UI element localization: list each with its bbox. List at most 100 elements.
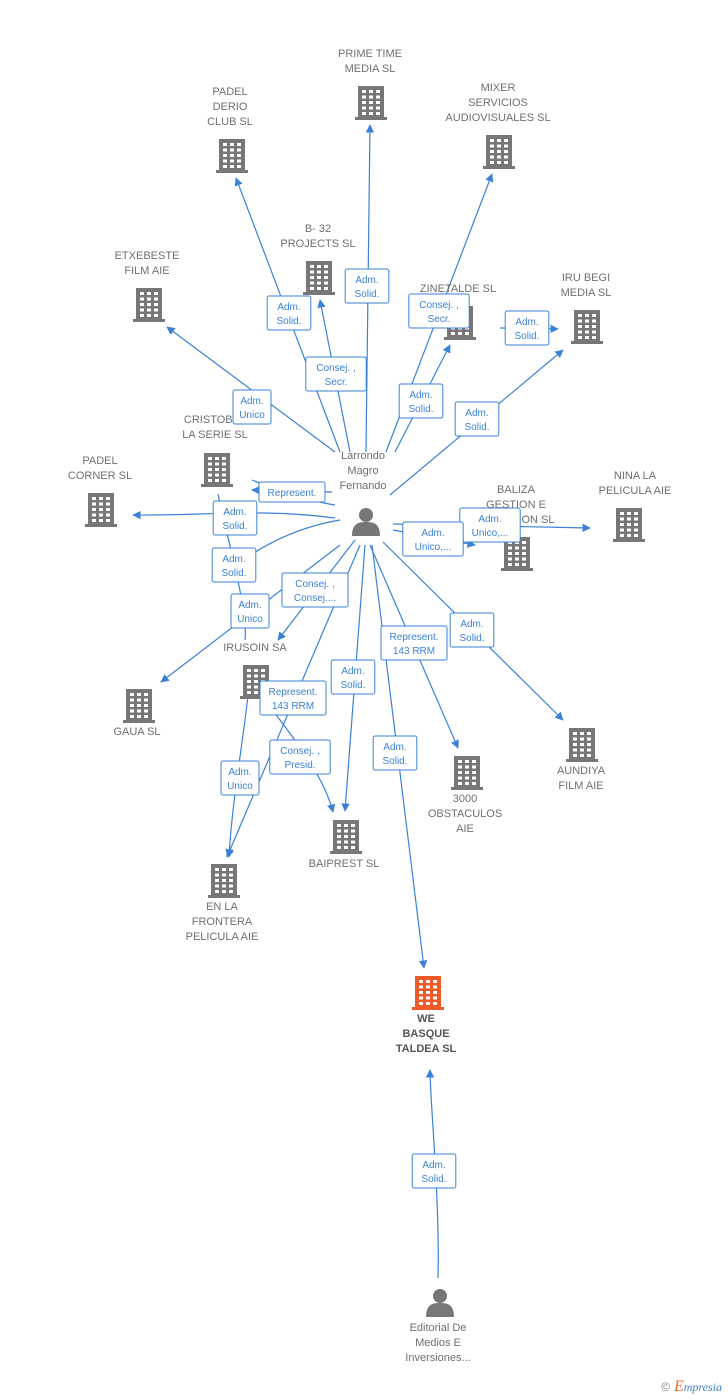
node-gaua[interactable]: GAUA SL (113, 689, 161, 738)
node-label: FILM AIE (558, 780, 603, 792)
edge-label-text: Unico,... (472, 528, 509, 539)
edge-label[interactable]: Adm.Solid. (454, 401, 500, 437)
node-label: PADEL (82, 455, 117, 467)
edge-label-box[interactable] (408, 293, 470, 329)
edge-label[interactable]: Adm.Solid. (211, 547, 257, 583)
edge-label[interactable]: Adm.Solid. (372, 735, 418, 771)
edge-label-box[interactable] (504, 310, 550, 346)
edge-label[interactable]: Adm.Solid. (411, 1153, 457, 1189)
edge-label-box[interactable] (330, 659, 376, 695)
edge-label-box[interactable] (398, 383, 444, 419)
copyright-symbol: © (661, 1380, 670, 1394)
edge-label-box[interactable] (212, 500, 258, 536)
edge-label-box[interactable] (305, 356, 367, 392)
edge-label-box[interactable] (266, 295, 312, 331)
node-label: BASQUE (402, 1028, 449, 1040)
edge-label-box[interactable] (230, 593, 270, 629)
edge-label-text: 143 RRM (393, 646, 435, 657)
edge-label[interactable]: Consej. ,Secr. (305, 356, 367, 392)
edge-label-box[interactable] (449, 612, 495, 648)
edge-label-box[interactable] (211, 547, 257, 583)
edge-label-text: Adm. (228, 767, 251, 778)
edge-label-box[interactable] (258, 481, 326, 503)
edge-label-box[interactable] (380, 625, 448, 661)
node-label: NINA LA (614, 470, 657, 482)
edge-label[interactable]: Adm. Solid. (212, 500, 258, 536)
edge-label-text: Solid. (276, 316, 301, 327)
edge-label-text: Adm. (240, 396, 263, 407)
edge-label-text: Adm. (238, 600, 261, 611)
edge-label[interactable]: Adm.Solid. (504, 310, 550, 346)
edge-label[interactable]: Consej. ,Consej.... (281, 572, 349, 608)
edge-label-box[interactable] (232, 389, 272, 425)
node-label: Medios E (415, 1337, 461, 1349)
edge-label-box[interactable] (454, 401, 500, 437)
edge-label-text: Adm. (222, 554, 245, 565)
edge-label-box[interactable] (344, 268, 390, 304)
edge-label-box[interactable] (269, 739, 331, 775)
edge-label[interactable]: Represent. (258, 481, 326, 503)
edge-label-box[interactable] (220, 760, 260, 796)
node-aundiya[interactable]: AUNDIYA FILM AIE (557, 728, 606, 792)
building-icon (566, 728, 598, 762)
edge-label-text: 143 RRM (272, 701, 314, 712)
edge-label[interactable]: Consej. ,Secr. (408, 293, 470, 329)
edge-label[interactable]: Adm.Solid. (398, 383, 444, 419)
edge-label[interactable]: Adm.Unico (220, 760, 260, 796)
edge-label[interactable]: Adm.Unico (232, 389, 272, 425)
node-label: CLUB SL (207, 116, 253, 128)
edge-label[interactable]: Represent.143 RRM (380, 625, 448, 661)
node-label: OBSTACULOS (428, 808, 502, 820)
node-label: IRU BEGI (562, 272, 610, 284)
edge-label-text: Solid. (464, 422, 489, 433)
node-label: 3000 (453, 793, 477, 805)
edge-label[interactable]: Adm.Solid. (266, 295, 312, 331)
person-icon (426, 1289, 454, 1317)
edge-label-text: Unico (237, 614, 263, 625)
node-label: FRONTERA (192, 916, 253, 928)
edge-label-text: Solid. (222, 521, 247, 532)
node-baiprest[interactable]: BAIPREST SL (309, 820, 380, 870)
edge-label[interactable]: Adm.Unico,... (402, 521, 464, 557)
building-icon (571, 310, 603, 344)
edge-label-text: Adm. (223, 507, 246, 518)
edge-label-box[interactable] (259, 680, 327, 716)
edge-label-box[interactable] (411, 1153, 457, 1189)
edge-label-text: Solid. (354, 289, 379, 300)
node-label: AIE (456, 823, 474, 835)
node-label: PRIME TIME (338, 48, 402, 60)
edge-label[interactable]: Adm. Unico (230, 593, 270, 629)
edge-label[interactable]: Adm. Unico,... (459, 507, 521, 543)
edge-label-text: Adm. (421, 528, 444, 539)
edge-label-box[interactable] (372, 735, 418, 771)
edge-label-text: Secr. (428, 314, 451, 325)
edge-label-box[interactable] (281, 572, 349, 608)
node-label: CRISTOBAL (184, 414, 246, 426)
edge-label-text: Adm. (409, 390, 432, 401)
edge-label-text: Solid. (459, 633, 484, 644)
edge-label[interactable]: Represent.143 RRM (259, 680, 327, 716)
building-icon (208, 864, 240, 898)
edge-label[interactable]: Consej. ,Presid. (269, 739, 331, 775)
node-label: AUNDIYA (557, 765, 606, 777)
edge-label-text: Adm. (478, 514, 501, 525)
edge-label[interactable]: Adm.Solid. (344, 268, 390, 304)
edge-label-box[interactable] (402, 521, 464, 557)
edge-label[interactable]: Adm.Solid. (330, 659, 376, 695)
edge-label[interactable]: Adm.Solid. (449, 612, 495, 648)
building-icon (123, 689, 155, 723)
